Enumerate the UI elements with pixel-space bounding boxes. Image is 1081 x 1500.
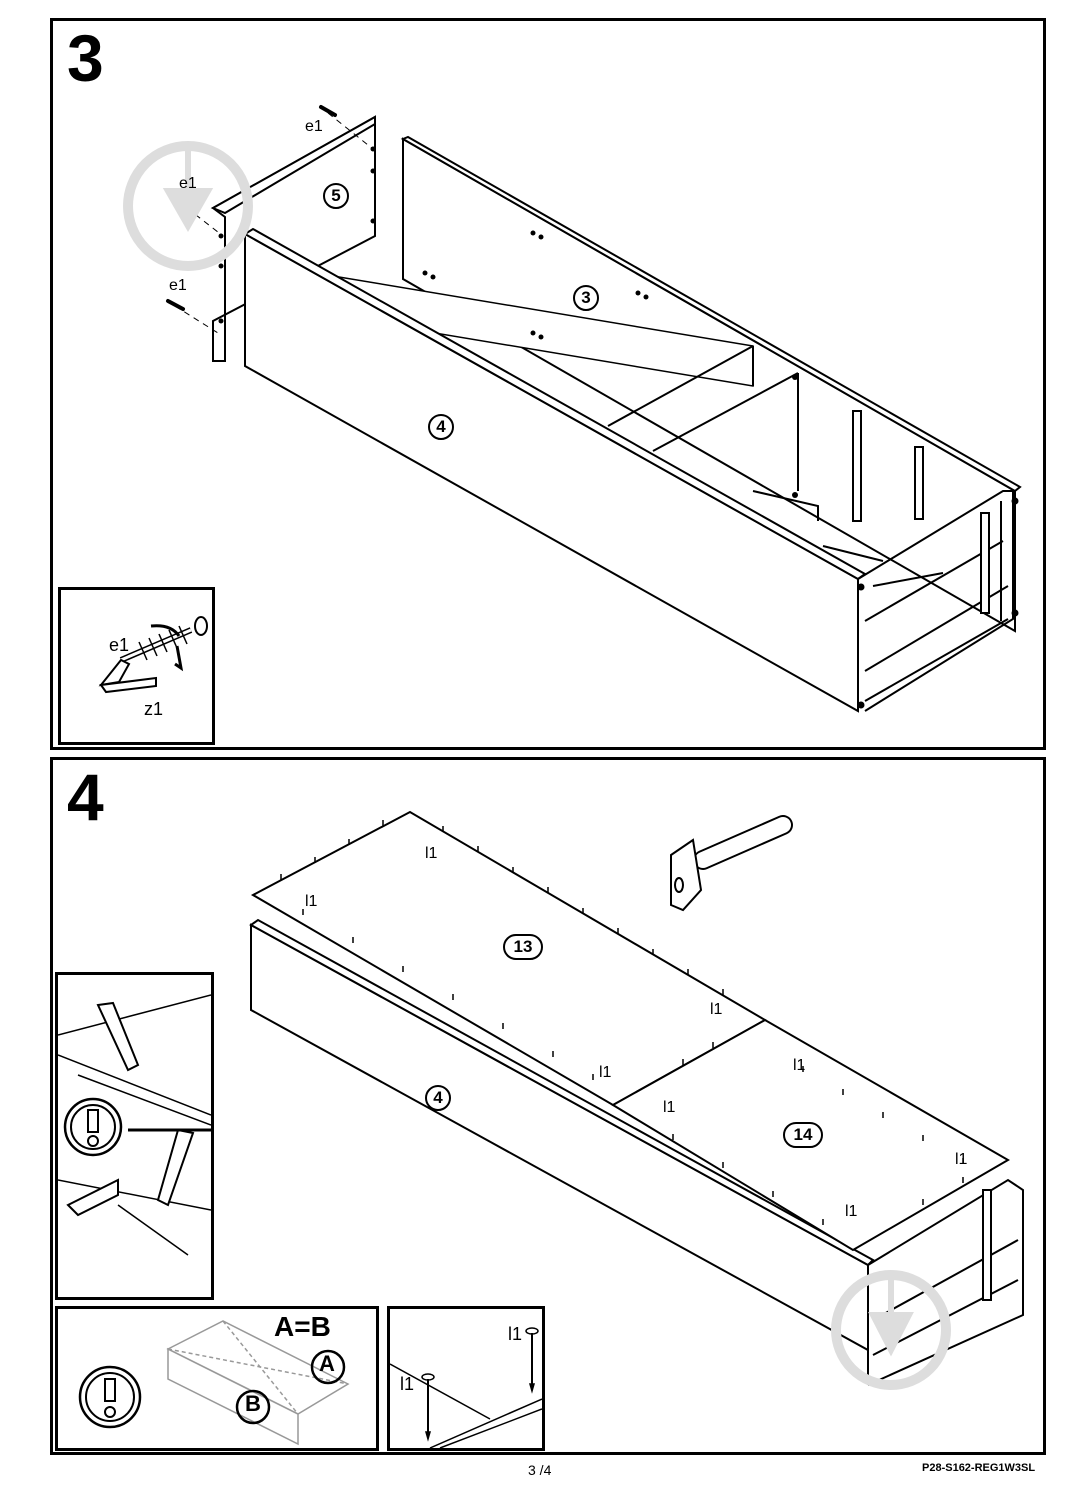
part-4-label: 4 [425, 1085, 451, 1111]
nail-label: l1 [710, 1001, 723, 1018]
screw-label: e1 [305, 118, 323, 135]
part-14-label: 14 [783, 1122, 823, 1148]
part-5-label: 5 [323, 183, 349, 209]
nail-label: l1 [508, 1324, 523, 1344]
cabinet-assembly-drawing [123, 105, 1022, 713]
step-number: 4 [67, 760, 104, 834]
watermark-icon [123, 141, 253, 271]
screw-label: e1 [179, 175, 197, 192]
marking-inset [55, 972, 214, 1300]
pencil-marking-icon [58, 994, 211, 1256]
document-code: P28-S162-REG1W3SL [922, 1462, 1036, 1474]
nail-inset: l1 l1 [387, 1306, 545, 1451]
screw-label: e1 [109, 635, 130, 655]
nail-label: l1 [845, 1203, 858, 1220]
equation-label: A=B [274, 1311, 331, 1342]
page-number: 3 /4 [528, 1462, 552, 1478]
nail-label: l1 [793, 1057, 806, 1074]
screwdriver-icon [98, 616, 208, 694]
point-a-label: A [319, 1351, 335, 1376]
screw-inset: e1 z1 [58, 587, 215, 745]
nail-marks [280, 820, 964, 1225]
step-3-panel: 3 [50, 18, 1046, 750]
nail-label: l1 [599, 1064, 612, 1081]
part-13-label: 13 [503, 934, 543, 960]
nail-label: l1 [955, 1151, 968, 1168]
diagonal-measure-icon [78, 1320, 350, 1446]
step-number: 3 [67, 21, 104, 95]
step-4-panel: 4 [50, 757, 1046, 1455]
tool-label: z1 [144, 699, 164, 719]
nail-label: l1 [305, 893, 318, 910]
screw-label: e1 [169, 277, 187, 294]
diagonal-check-inset: A=B A B [55, 1306, 379, 1451]
nail-label: l1 [400, 1374, 415, 1394]
nail-label: l1 [425, 845, 438, 862]
part-3-label: 3 [573, 285, 599, 311]
part-4-label: 4 [428, 414, 454, 440]
point-b-label: B [245, 1391, 261, 1416]
nail-label: l1 [663, 1099, 676, 1116]
watermark-icon [831, 1270, 951, 1390]
nail-icon [390, 1327, 542, 1448]
